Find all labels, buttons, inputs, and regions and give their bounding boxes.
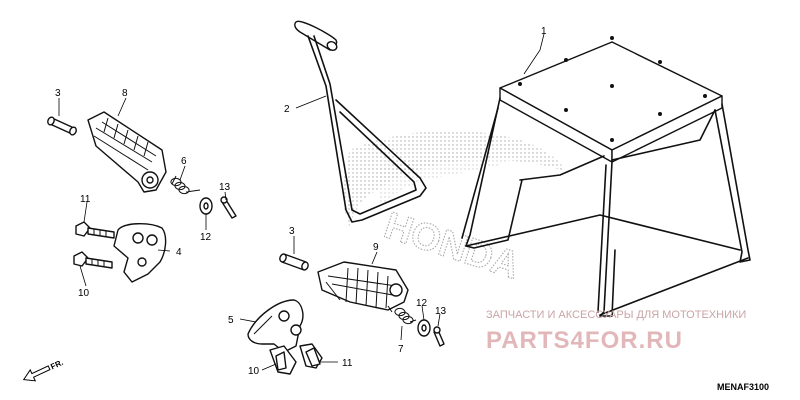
front-arrow-icon [22,365,51,382]
footpeg-spring-right [387,305,417,325]
footpeg-bracket-left [113,223,167,283]
footpeg-bracket-right [247,299,304,353]
washer-right [417,319,431,337]
callout-10-left: 10 [78,288,90,299]
callout-11-left: 11 [80,194,91,205]
callout-9: 9 [373,242,379,253]
callout-8: 8 [122,88,128,99]
watermark-tagline: ЗАПЧАСТИ И АКСЕССУАРЫ ДЛЯ МОТОТЕХНИКИ [486,309,746,321]
callout-11-right: 11 [342,358,353,369]
cotter-pin-right [433,326,445,347]
callout-13-left: 13 [219,182,231,193]
callout-3-left: 3 [55,88,61,99]
cotter-pin-left [220,196,237,219]
washer-left [199,197,213,215]
footpeg-spring-left [170,175,201,195]
footpeg-right [317,261,409,311]
honda-logo-text: HONDA [379,205,524,288]
callout-13-right: 13 [435,306,447,317]
callout-7: 7 [398,344,404,355]
bolt-left-10 [73,251,113,269]
footpeg-pin-right [279,253,309,271]
leader-lines [58,33,545,371]
callout-1: 1 [541,26,547,37]
front-indicator: FR. [22,358,65,382]
bolt-right-11 [299,343,323,369]
watermark: ЗАПЧАСТИ И АКСЕССУАРЫ ДЛЯ МОТОТЕХНИКИ PA… [486,309,746,354]
diagram-code: MENAF3100 [717,382,769,392]
front-label: FR. [49,358,64,372]
callout-12-right: 12 [416,298,428,309]
honda-wing-logo: HONDA [342,130,566,288]
footpeg-left [87,111,167,193]
stand-box [461,36,751,317]
callout-3-right: 3 [289,226,295,237]
callout-2: 2 [284,104,290,115]
watermark-site: PARTS4FOR.RU [486,327,683,354]
bolt-right-10 [269,345,297,375]
callout-5: 5 [228,315,234,326]
callout-4: 4 [176,247,182,258]
bolt-left-11 [75,221,115,239]
callout-12-left: 12 [200,232,212,243]
callout-10-right: 10 [248,366,260,377]
stand-lever [294,20,427,223]
footpeg-pin-left [47,116,77,136]
callout-labels: 1 2 3 3 4 5 6 7 8 9 10 10 11 11 12 12 13… [55,26,547,377]
callout-6: 6 [181,156,187,167]
